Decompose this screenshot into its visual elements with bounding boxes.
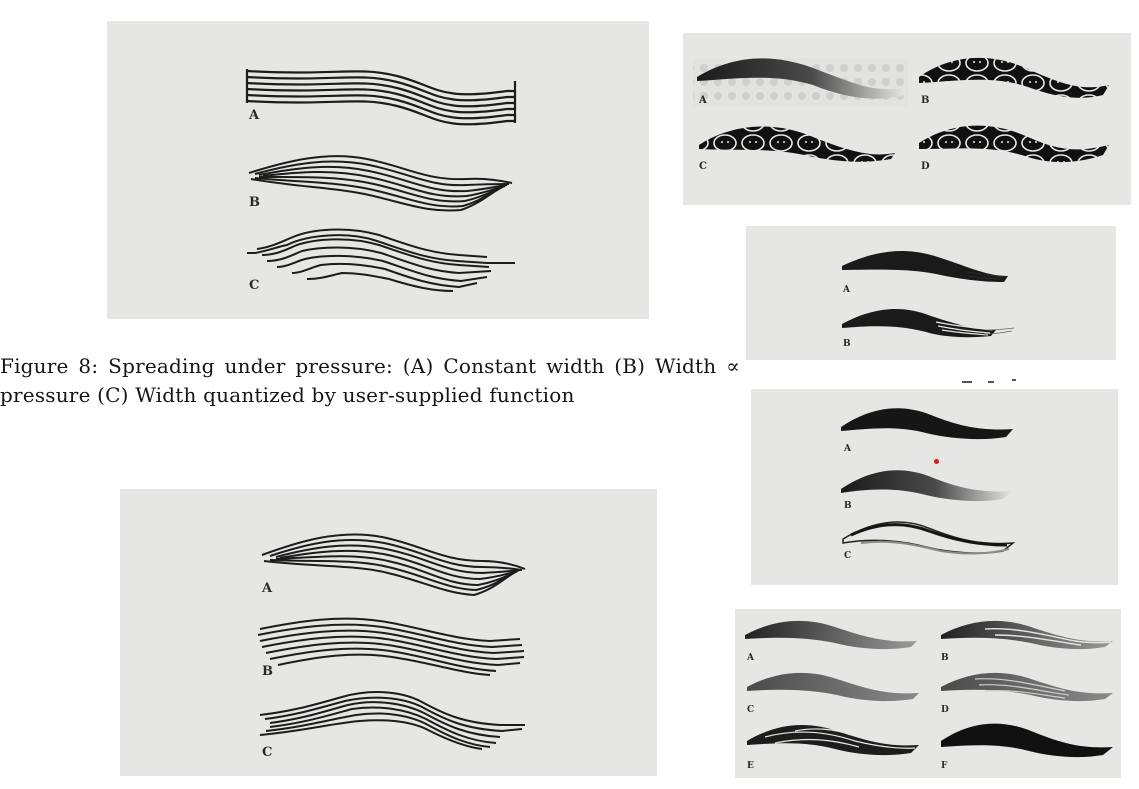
stroke-c-circles: [699, 126, 895, 162]
stroke-c-quantized-width: [247, 228, 515, 292]
stroke-b-gradient: [841, 470, 1013, 502]
panel-label-c: C: [699, 161, 707, 172]
figure-panel-top-left: A B C: [107, 21, 649, 319]
stroke-a-bristles: [965, 271, 1005, 280]
stroke-d-circles: [919, 125, 1109, 163]
stroke-illustration-bottom-left: [257, 533, 526, 750]
panel-label-a: A: [249, 108, 260, 123]
stroke-e-streaks: [764, 728, 916, 749]
stroke-d-stripes: [974, 678, 1070, 699]
panel-label-a: A: [699, 95, 707, 106]
stroke-b-stripes: [984, 627, 1112, 646]
stroke-b-circles: [919, 57, 1109, 98]
panel-label-a: A: [843, 285, 850, 295]
texture-strokes-top-right: [693, 57, 1109, 163]
panel-label-f: F: [941, 761, 948, 771]
stroke-a-gradient: [697, 58, 905, 99]
caption-text: Figure 8: Spreading under pressure: (A) …: [0, 354, 740, 407]
stroke-c-grey: [747, 672, 919, 702]
panel-label-b: B: [843, 339, 851, 349]
brush-strokes-mid-right-1: [842, 251, 1015, 338]
figure-panel-bottom-left: A B C: [120, 489, 657, 776]
stroke-a-constant-width: [245, 69, 517, 126]
panel-label-a: A: [747, 653, 754, 663]
figure-panel-mid-right-1: A B: [746, 226, 1116, 360]
figure-panel-bottom-right: A B C D E F: [735, 609, 1121, 778]
stroke-b-width-pressure: [248, 155, 513, 212]
figure-panel-mid-right-2: A B C: [751, 389, 1118, 585]
stroke-c-bottom-left: [259, 691, 525, 750]
figure-panel-top-right: A B C D: [683, 33, 1131, 205]
panel-label-c: C: [747, 705, 755, 715]
panel-label-d: D: [921, 161, 930, 172]
panel-label-c: C: [844, 551, 852, 561]
panel-label-e: E: [747, 761, 754, 771]
stroke-e-streaked: [747, 725, 919, 756]
stroke-a-gradient: [745, 620, 917, 650]
panel-label-c: C: [262, 745, 273, 760]
brush-strokes-bottom-right: [745, 620, 1113, 758]
stroke-f-solid: [941, 723, 1113, 758]
panel-label-b: B: [262, 664, 273, 679]
stroke-c-shadow: [860, 540, 1010, 555]
stroke-d-striped: [941, 672, 1113, 702]
stroke-illustration-top-left: [245, 69, 517, 292]
stroke-b-bristled: [842, 309, 996, 338]
stroke-a-solid: [841, 408, 1013, 440]
stroke-a-solid: [842, 251, 1008, 282]
panel-label-b: B: [844, 501, 852, 511]
panel-label-b: B: [249, 195, 260, 210]
scan-artifact: [962, 381, 972, 383]
panel-label-a: A: [844, 444, 851, 454]
figure-caption: Figure 8: Spreading under pressure: (A) …: [0, 352, 740, 410]
stroke-b-bottom-left: [257, 617, 525, 676]
brush-strokes-mid-right-2: [841, 408, 1016, 555]
scan-artifact: [988, 381, 994, 383]
panel-label-a: A: [262, 581, 273, 596]
stroke-b-striped: [941, 620, 1113, 650]
panel-label-b: B: [941, 653, 949, 663]
stroke-a-bottom-left: [261, 533, 526, 597]
stroke-c-inner-line: [850, 523, 1008, 547]
panel-label-c: C: [249, 278, 260, 293]
scan-artifact: [1012, 379, 1016, 381]
red-marker-dot: [934, 459, 939, 464]
panel-label-b: B: [921, 95, 930, 106]
stroke-b-bristles: [935, 321, 993, 336]
panel-label-d: D: [941, 705, 949, 715]
stroke-b-tail: [983, 327, 1015, 335]
